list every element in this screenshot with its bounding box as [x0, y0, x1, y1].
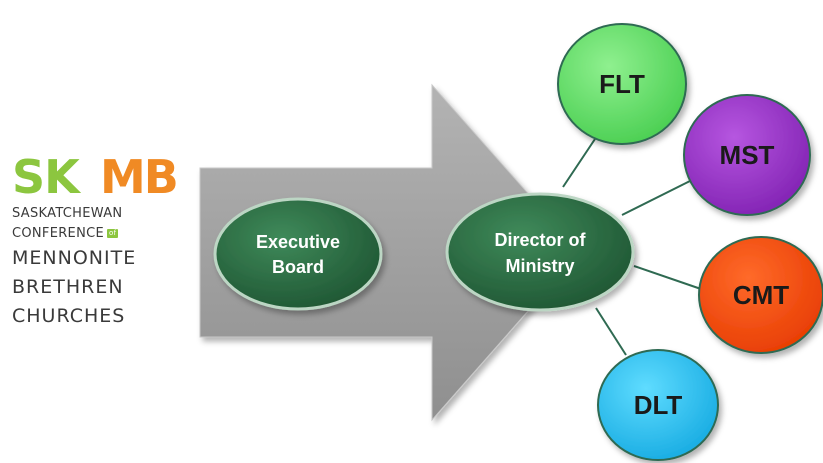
- dlt-circle: [597, 349, 719, 461]
- mst-circle: [683, 94, 811, 216]
- connector-mst: [621, 180, 691, 216]
- executive-board-label-line2: Board: [272, 257, 324, 277]
- dlt-node[interactable]: DLT: [597, 349, 719, 461]
- logo-mark-sk: SK: [12, 150, 80, 204]
- flt-circle: [557, 23, 687, 145]
- arrow-shape: [199, 83, 581, 422]
- director-label-line2: Ministry: [505, 256, 574, 276]
- director-node[interactable]: Director of Ministry: [445, 192, 635, 312]
- director-label-line1: Director of: [494, 230, 586, 250]
- connectors: [562, 132, 702, 356]
- mst-label: MST: [720, 140, 775, 170]
- mst-node[interactable]: MST: [683, 94, 811, 216]
- logo-line-mennonite: MENNONITE: [12, 247, 137, 269]
- connector-cmt: [633, 265, 702, 290]
- cmt-label: CMT: [733, 280, 789, 310]
- executive-board-ellipse: [213, 197, 383, 311]
- dlt-label: DLT: [634, 390, 683, 420]
- connector-flt: [562, 132, 600, 188]
- cmt-circle: [698, 236, 823, 354]
- flt-label: FLT: [599, 69, 645, 99]
- logo-mark-mb: MB: [100, 150, 179, 204]
- director-ellipse: [445, 192, 635, 312]
- logo-conference-text: CONFERENCE: [12, 226, 104, 241]
- flt-node[interactable]: FLT: [557, 23, 687, 145]
- executive-board-label-line1: Executive: [256, 232, 340, 252]
- executive-board-node[interactable]: Executive Board: [213, 197, 383, 311]
- connector-dlt: [595, 307, 627, 356]
- logo-line-saskatchewan: SASKATCHEWAN: [12, 206, 123, 221]
- logo-line-churches: CHURCHES: [12, 305, 126, 327]
- logo-mark: SK MB: [12, 150, 187, 204]
- logo-line-brethren: BRETHREN: [12, 276, 124, 298]
- cmt-node[interactable]: CMT: [698, 236, 823, 354]
- logo-of-badge: of: [107, 229, 119, 238]
